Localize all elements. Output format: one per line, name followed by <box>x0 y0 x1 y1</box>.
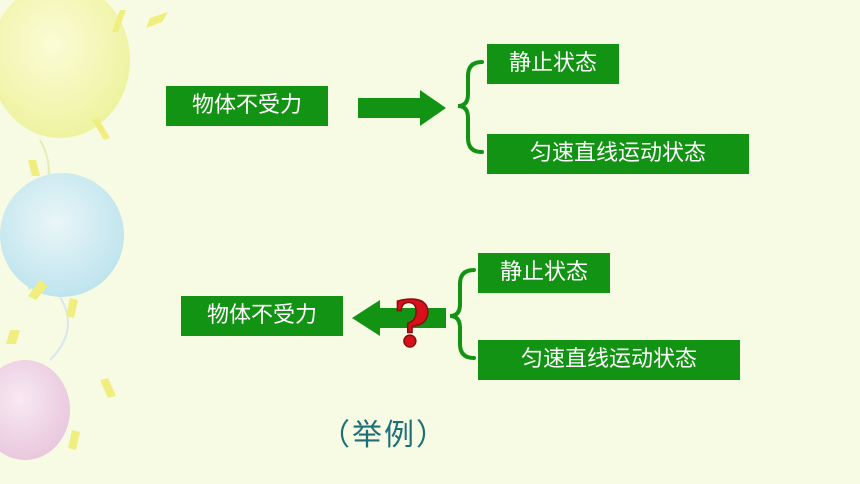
pink-balloon <box>0 360 70 460</box>
bottom-brace <box>449 268 476 360</box>
yellow-balloon <box>0 0 130 138</box>
top-result-box-1: 静止状态 <box>487 44 619 84</box>
bottom-target-box: 物体不受力 <box>181 296 343 336</box>
top-brace <box>457 60 484 154</box>
sparkle-rays <box>6 10 168 450</box>
question-mark-icon: ? <box>393 287 431 362</box>
right-arrow-icon <box>358 90 446 126</box>
blue-balloon <box>0 173 124 297</box>
top-result-box-2: 匀速直线运动状态 <box>487 134 749 174</box>
left-arrow-icon <box>352 300 446 336</box>
bottom-condition-box-2: 匀速直线运动状态 <box>478 340 740 380</box>
example-label: （举例） <box>320 418 448 453</box>
top-source-box: 物体不受力 <box>166 86 328 126</box>
bottom-condition-box-1: 静止状态 <box>478 253 610 293</box>
